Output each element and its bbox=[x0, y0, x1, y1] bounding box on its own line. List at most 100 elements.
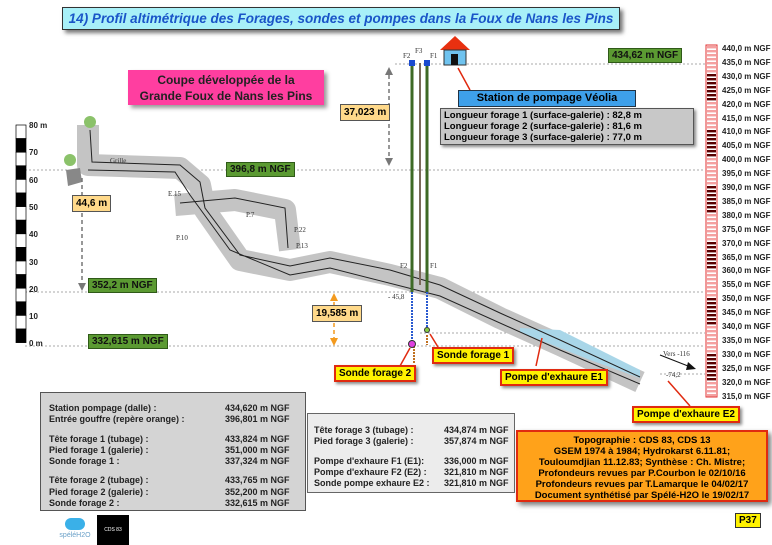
scale-segment bbox=[707, 326, 716, 329]
label-e15: E.15 bbox=[168, 190, 182, 198]
scale-segment bbox=[707, 310, 716, 313]
scale-segment bbox=[707, 74, 716, 77]
scale-segment bbox=[707, 214, 716, 217]
left-scale-label: 80 m bbox=[29, 121, 48, 130]
scale-segment bbox=[707, 138, 716, 141]
altitude-row: Entrée gouffre (repère orange) :396,801 … bbox=[49, 414, 305, 425]
scale-segment bbox=[15, 260, 27, 275]
label-f1: F1 bbox=[430, 262, 438, 270]
scale-segment bbox=[15, 179, 27, 194]
altitude-key: Tête forage 3 (tubage) : bbox=[314, 425, 414, 435]
scale-segment bbox=[707, 314, 716, 317]
credit-line: GSEM 1974 à 1984; Hydrokarst 6.11.81; bbox=[553, 446, 731, 457]
scale-segment bbox=[707, 62, 716, 65]
forage-2-head bbox=[409, 60, 415, 66]
scale-segment bbox=[707, 350, 716, 353]
level-label-gallery: 352,2 m NGF bbox=[88, 278, 157, 293]
scale-segment bbox=[707, 110, 716, 113]
right-scale-label: 410,0 m NGF bbox=[722, 127, 771, 137]
scale-segment bbox=[707, 82, 716, 85]
altitude-row: Tête forage 3 (tubage) : 434,874 m NGF bbox=[314, 425, 514, 436]
altitude-value: 433,824 m NGF bbox=[225, 433, 290, 444]
altitude-key: Tête forage 2 (tubage) : bbox=[49, 475, 149, 486]
right-scale-label: 320,0 m NGF bbox=[722, 377, 771, 387]
right-scale-label: 415,0 m NGF bbox=[722, 113, 771, 123]
altitude-value: 396,801 m NGF bbox=[225, 414, 290, 425]
scale-segment bbox=[15, 315, 27, 330]
right-scale-label: 385,0 m NGF bbox=[722, 196, 771, 206]
scale-segment bbox=[15, 287, 27, 303]
scale-segment bbox=[15, 165, 27, 180]
scale-segment bbox=[707, 242, 716, 245]
scale-segment bbox=[15, 247, 27, 262]
scale-segment bbox=[15, 219, 27, 235]
left-scale-label: 70 bbox=[29, 148, 38, 158]
subtitle-line-2: Grande Foux de Nans les Pins bbox=[139, 89, 313, 103]
right-scale-label: 390,0 m NGF bbox=[722, 183, 771, 192]
scale-segment bbox=[707, 374, 716, 377]
scale-segment bbox=[707, 258, 716, 261]
altitude-row: Pied forage 1 (galerie) :351,000 m NGF bbox=[49, 445, 305, 456]
left-scale-label: 10 bbox=[29, 312, 38, 322]
altitude-key: Pied forage 2 (galerie) : bbox=[49, 486, 149, 497]
scale-segment bbox=[707, 302, 716, 305]
scale-segment bbox=[707, 230, 716, 233]
right-scale-label: 330,0 m NGF bbox=[722, 349, 771, 359]
distance-37m: 37,023 m bbox=[340, 104, 391, 121]
altitude-key: Sonde forage 2 : bbox=[49, 498, 120, 509]
subtitle-box: Coupe développée de la Grande Foux de Nan… bbox=[128, 70, 324, 105]
scale-segment bbox=[707, 366, 716, 369]
label-f1-top: F1 bbox=[430, 52, 438, 60]
credit-line: Touloumdjian 11.12.83; Synthèse : Ch. Mi… bbox=[538, 457, 746, 468]
right-scale-label: 325,0 m NGF bbox=[722, 363, 771, 373]
right-ngf-scale bbox=[705, 44, 718, 398]
right-scale-label: 380,0 m NGF bbox=[722, 210, 771, 220]
scale-segment bbox=[707, 334, 716, 337]
cave-water bbox=[520, 328, 640, 378]
scale-segment bbox=[707, 58, 716, 61]
scale-segment bbox=[707, 186, 716, 189]
callout-sonde-2: Sonde forage 2 bbox=[334, 365, 417, 382]
scale-segment bbox=[707, 198, 716, 201]
forage-length-2: Longueur forage 2 (surface-galerie) : 81… bbox=[444, 121, 642, 132]
scale-segment bbox=[707, 382, 716, 385]
forage-1-head bbox=[424, 60, 430, 66]
scale-segment bbox=[707, 294, 716, 297]
scale-segment bbox=[707, 378, 716, 381]
tree-icon bbox=[84, 116, 96, 128]
left-scale-label: 30 bbox=[29, 257, 38, 267]
altitude-value: 434,874 m NGF bbox=[444, 425, 509, 435]
scale-segment bbox=[707, 158, 716, 161]
scale-segment bbox=[707, 266, 716, 269]
scale-segment bbox=[707, 50, 716, 53]
right-scale-label: 365,0 m NGF bbox=[722, 252, 771, 262]
tree-icon bbox=[64, 154, 76, 166]
right-scale-label: 360,0 m NGF bbox=[722, 266, 771, 276]
scale-segment bbox=[707, 282, 716, 285]
credit-line: Topographie : CDS 83, CDS 13 bbox=[573, 435, 711, 446]
scale-segment bbox=[15, 274, 27, 289]
altitude-value: 433,765 m NGF bbox=[225, 475, 290, 486]
cds-logo: CDS 83 bbox=[97, 515, 129, 545]
scale-segment bbox=[707, 130, 716, 133]
right-scale-label: 440,0 m NGF bbox=[722, 44, 771, 53]
altitude-value: 351,000 m NGF bbox=[225, 444, 290, 455]
scale-segment bbox=[15, 138, 27, 153]
scale-segment bbox=[707, 122, 716, 125]
entrance-rock bbox=[66, 168, 82, 186]
scale-segment bbox=[707, 102, 716, 105]
scale-segment bbox=[15, 206, 27, 221]
right-scale-label: 405,0 m NGF bbox=[722, 141, 771, 151]
scale-segment bbox=[707, 222, 716, 225]
scale-segment bbox=[707, 278, 716, 281]
left-scale-label: 20 bbox=[29, 284, 38, 294]
scale-segment bbox=[707, 70, 716, 73]
scale-segment bbox=[707, 342, 716, 345]
callout-pompe-e2: Pompe d'exhaure E2 bbox=[632, 406, 740, 423]
scale-segment bbox=[707, 86, 716, 89]
cave-branch bbox=[174, 189, 301, 252]
scale-segment bbox=[15, 151, 27, 167]
station-label: Station de pompage Véolia bbox=[458, 90, 636, 107]
subtitle-line-1: Coupe développée de la bbox=[157, 73, 295, 87]
